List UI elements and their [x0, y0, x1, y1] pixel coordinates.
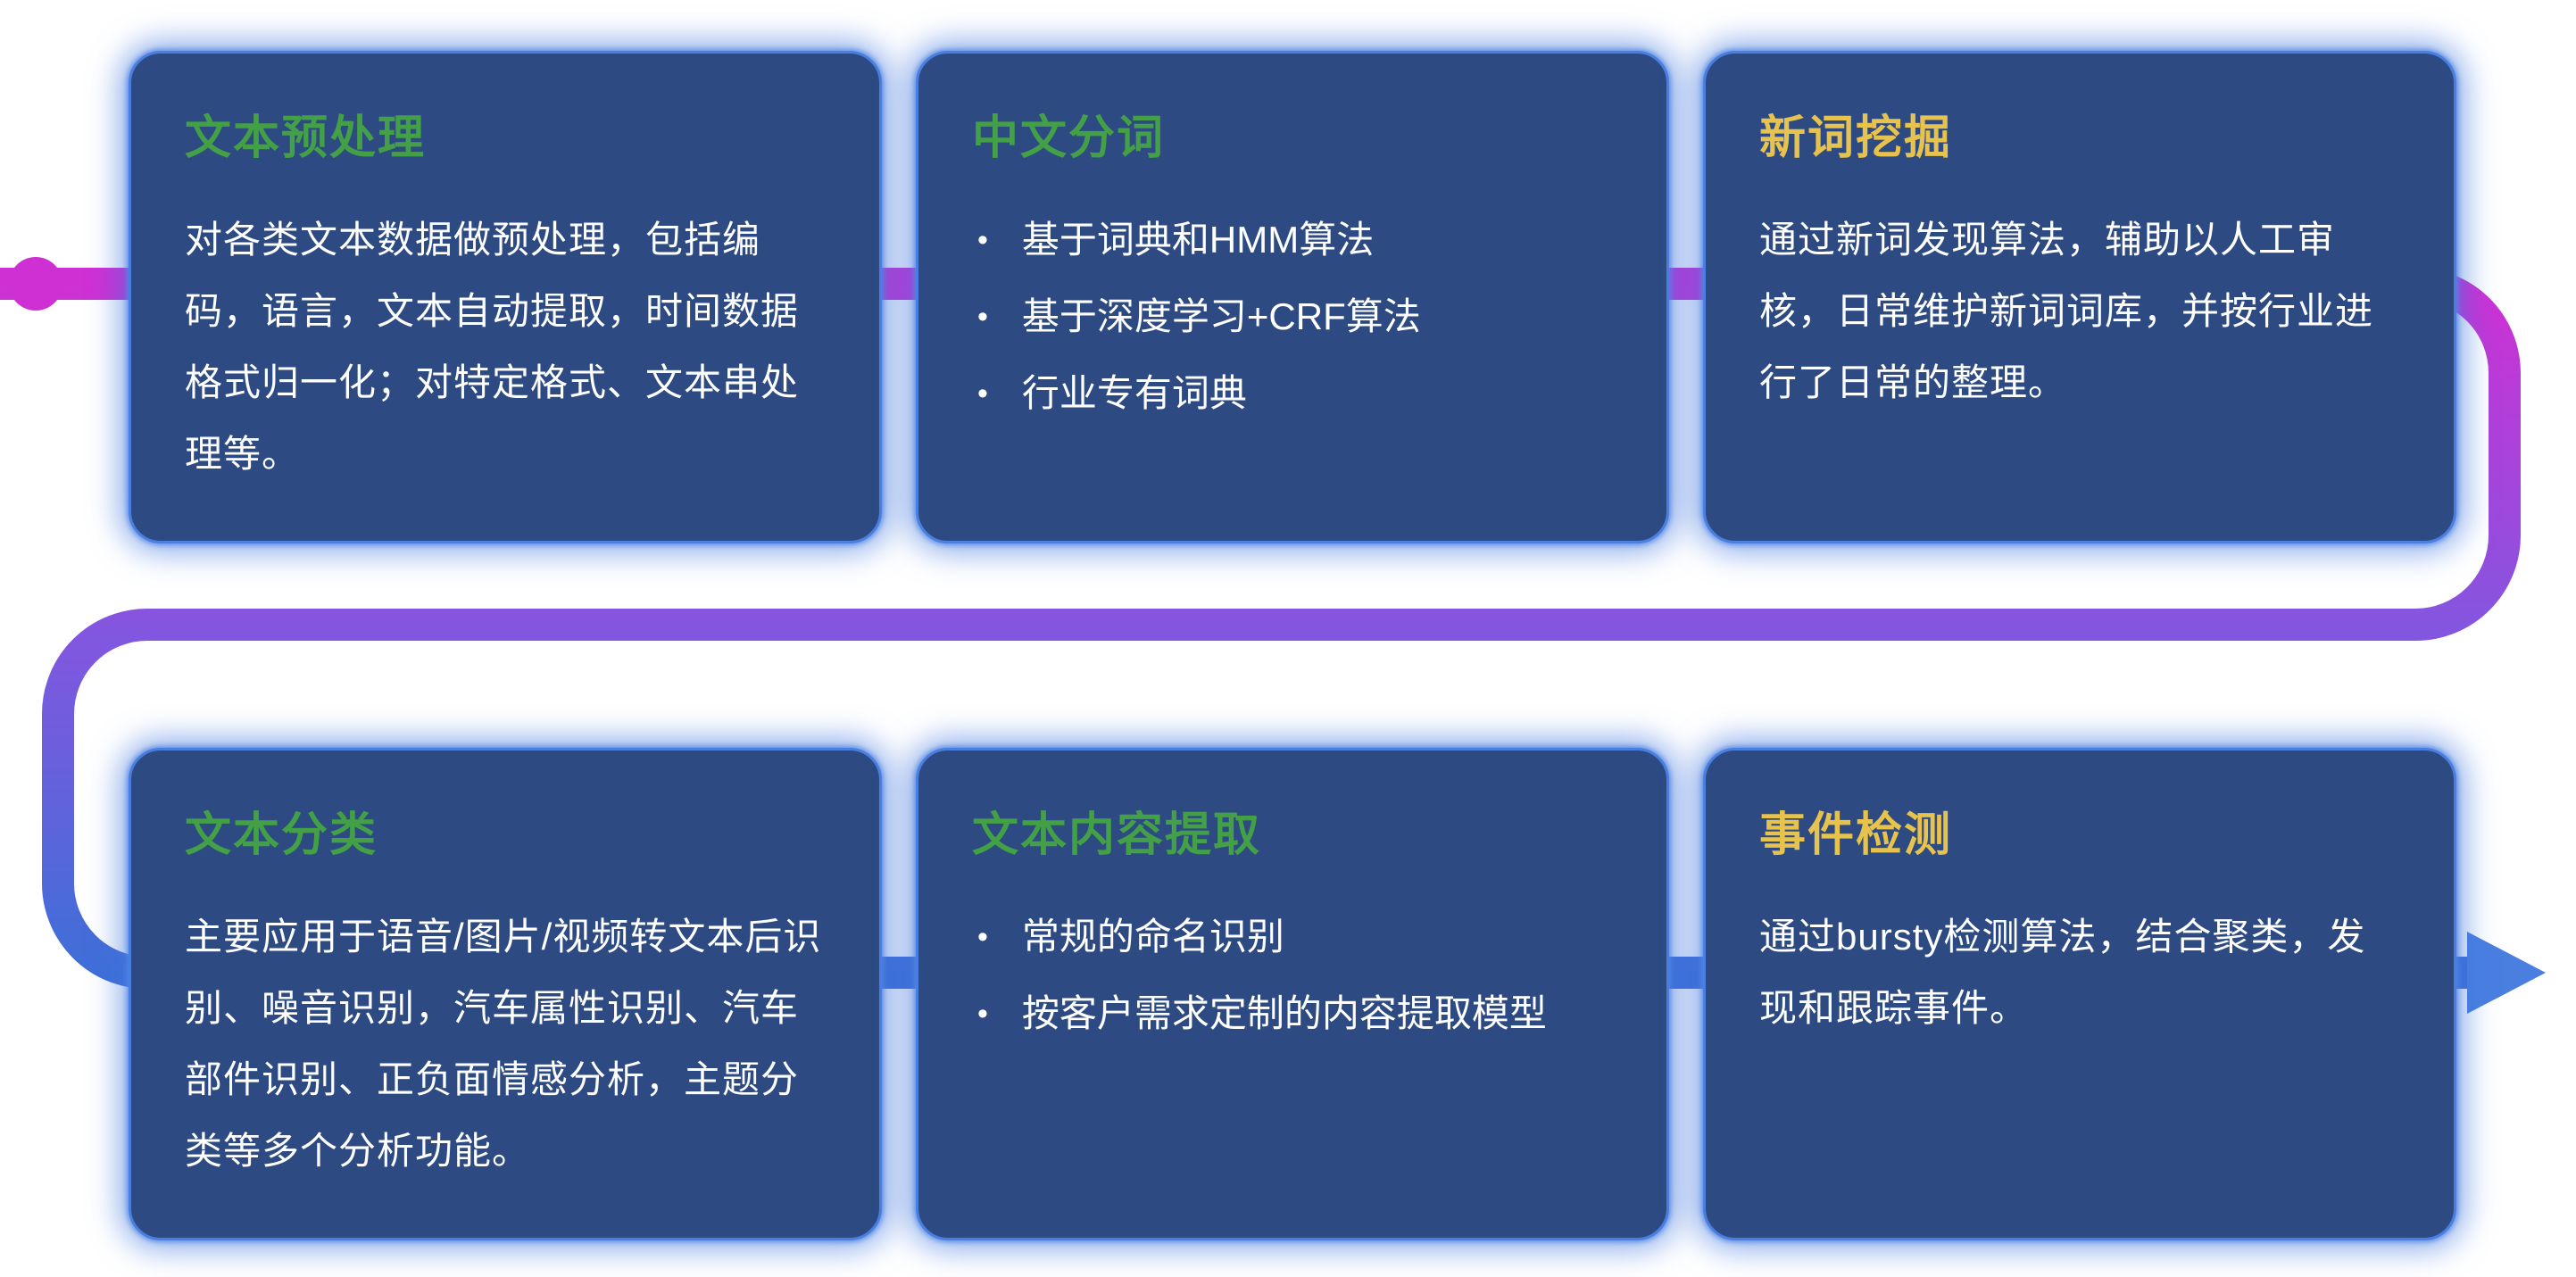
bullet-item: • 基于词典和HMM算法 — [972, 204, 1615, 276]
bullet-item: • 按客户需求定制的内容提取模型 — [972, 978, 1615, 1049]
card-chinese-word-segmentation: 中文分词 • 基于词典和HMM算法 • 基于深度学习+CRF算法 • 行业专有词… — [916, 51, 1669, 543]
card-new-word-mining: 新词挖掘 通过新词发现算法，辅助以人工审核，日常维护新词词库，并按行业进行了日常… — [1703, 51, 2456, 543]
bullet-item: • 行业专有词典 — [972, 358, 1615, 429]
card-body: 通过bursty检测算法，结合聚类，发现和跟踪事件。 — [1759, 916, 2366, 1029]
card-bullet-list: • 常规的命名识别 • 按客户需求定制的内容提取模型 — [972, 901, 1615, 1049]
card-title: 事件检测 — [1759, 809, 1953, 861]
bullet-text: 基于词典和HMM算法 — [1021, 219, 1375, 261]
card-bullet-list: • 基于词典和HMM算法 • 基于深度学习+CRF算法 • 行业专有词典 — [972, 204, 1615, 429]
card-event-detection: 事件检测 通过bursty检测算法，结合聚类，发现和跟踪事件。 — [1703, 748, 2456, 1240]
flow-path — [0, 268, 2521, 989]
bullet-text: 行业专有词典 — [1021, 372, 1247, 414]
bullet-icon: • — [977, 300, 988, 334]
card-body: 通过新词发现算法，辅助以人工审核，日常维护新词词库，并按行业进行了日常的整理。 — [1759, 219, 2374, 403]
card-title: 中文分词 — [972, 112, 1166, 164]
card-text-preprocessing: 文本预处理 对各类文本数据做预处理，包括编码，语言，文本自动提取，时间数据格式归… — [129, 51, 882, 543]
card-title: 新词挖掘 — [1759, 112, 1953, 164]
bullet-text: 常规的命名识别 — [1021, 916, 1284, 958]
card-body: 对各类文本数据做预处理，包括编码，语言，文本自动提取，时间数据格式归一化；对特定… — [185, 219, 800, 475]
flow-start-dot — [9, 257, 62, 311]
flow-arrowhead-icon — [2467, 932, 2546, 1014]
bullet-text: 按客户需求定制的内容提取模型 — [1021, 992, 1547, 1034]
card-title: 文本分类 — [185, 809, 378, 861]
bullet-item: • 常规的命名识别 — [972, 901, 1615, 973]
card-text-content-extraction: 文本内容提取 • 常规的命名识别 • 按客户需求定制的内容提取模型 — [916, 748, 1669, 1240]
bullet-text: 基于深度学习+CRF算法 — [1021, 295, 1421, 337]
card-title: 文本内容提取 — [972, 809, 1262, 861]
card-title: 文本预处理 — [185, 112, 427, 164]
bullet-icon: • — [977, 223, 988, 257]
bullet-item: • 基于深度学习+CRF算法 — [972, 281, 1615, 352]
bullet-icon: • — [977, 997, 988, 1031]
card-body: 主要应用于语音/图片/视频转文本后识别、噪音识别，汽车属性识别、汽车部件识别、正… — [185, 916, 822, 1172]
bullet-icon: • — [977, 920, 988, 954]
card-text-classification: 文本分类 主要应用于语音/图片/视频转文本后识别、噪音识别，汽车属性识别、汽车部… — [129, 748, 882, 1240]
bullet-icon: • — [977, 377, 988, 410]
